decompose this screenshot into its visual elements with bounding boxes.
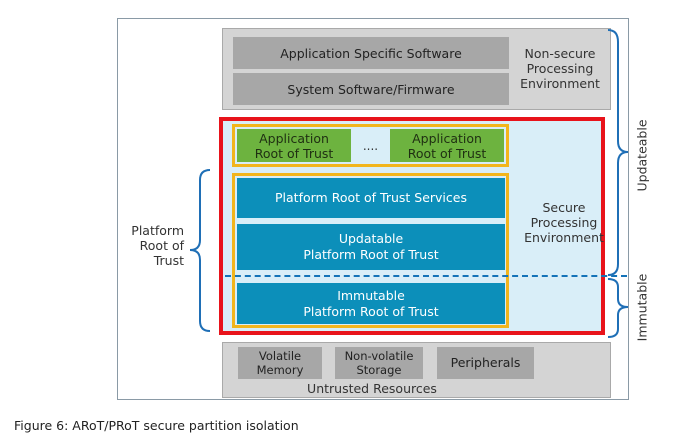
immutable-prot-block: Immutable Platform Root of Trust bbox=[237, 283, 505, 324]
volatile-memory-block: Volatile Memory bbox=[238, 347, 322, 379]
system-software-label: System Software/Firmware bbox=[287, 81, 455, 97]
nonsecure-env-label: Non-secure Processing Environment bbox=[520, 45, 600, 91]
updateable-label: Updateable bbox=[634, 118, 650, 192]
nonvolatile-storage-block: Non-volatile Storage bbox=[335, 347, 423, 379]
immutable-brace bbox=[607, 278, 629, 338]
application-rot-ellipsis: .... bbox=[362, 138, 379, 153]
peripherals-block: Peripherals bbox=[437, 347, 534, 379]
immutable-label-wrap: Immutable bbox=[612, 273, 672, 341]
application-rot-block-1: Application Root of Trust bbox=[237, 129, 351, 162]
platform-rot-brace bbox=[189, 169, 211, 332]
updateable-label-wrap: Updateable bbox=[612, 119, 672, 191]
untrusted-resources-label: Untrusted Resources bbox=[307, 380, 437, 396]
system-software-block: System Software/Firmware bbox=[233, 73, 509, 105]
peripherals-label: Peripherals bbox=[450, 355, 521, 370]
updateable-brace bbox=[607, 29, 629, 276]
prot-services-block: Platform Root of Trust Services bbox=[237, 178, 505, 218]
prot-services-label: Platform Root of Trust Services bbox=[275, 190, 467, 205]
application-specific-software-label: Application Specific Software bbox=[280, 45, 462, 61]
updatable-prot-block: Updatable Platform Root of Trust bbox=[237, 224, 505, 270]
application-specific-software-block: Application Specific Software bbox=[233, 37, 509, 69]
platform-rot-label: Platform Root of Trust bbox=[131, 223, 184, 268]
updateable-immutable-divider bbox=[225, 275, 627, 277]
figure-caption: Figure 6: ARoT/PRoT secure partition iso… bbox=[14, 418, 299, 433]
application-rot-block-2: Application Root of Trust bbox=[390, 129, 504, 162]
secure-env-label: Secure Processing Environment bbox=[524, 199, 604, 245]
immutable-label: Immutable bbox=[634, 273, 650, 341]
